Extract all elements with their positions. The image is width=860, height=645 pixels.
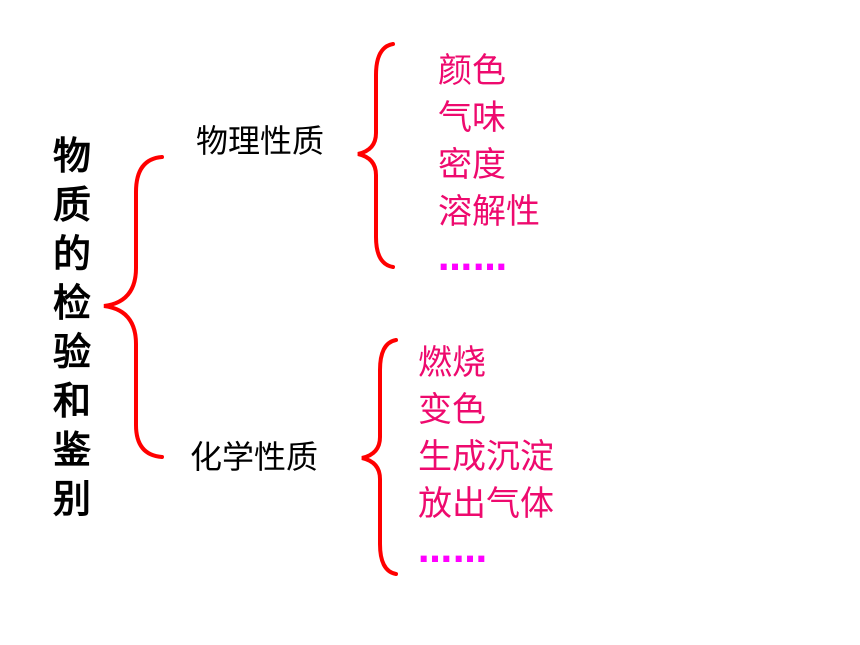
physical-brace [357,42,395,269]
physical-properties-list: 颜色 气味 密度 溶解性 …… [438,48,540,283]
list-item: 燃烧 [418,343,486,383]
ellipsis-item: …… [438,239,508,279]
list-item: 密度 [438,145,506,185]
chemical-properties-list: 燃烧 变色 生成沉淀 放出气体 …… [418,340,554,575]
list-item: 变色 [418,390,486,430]
root-title: 物质的检验和鉴别 [52,134,91,521]
chemical-properties-label: 化学性质 [190,438,319,476]
list-item: 放出气体 [418,484,554,524]
list-item: 生成沉淀 [418,437,554,477]
root-brace [103,155,164,459]
list-item: 颜色 [438,51,506,91]
ellipsis-item: …… [418,531,488,571]
chemical-brace [361,338,398,576]
list-item: 溶解性 [438,192,540,232]
list-item: 气味 [438,98,506,138]
physical-properties-label: 物理性质 [196,122,325,160]
